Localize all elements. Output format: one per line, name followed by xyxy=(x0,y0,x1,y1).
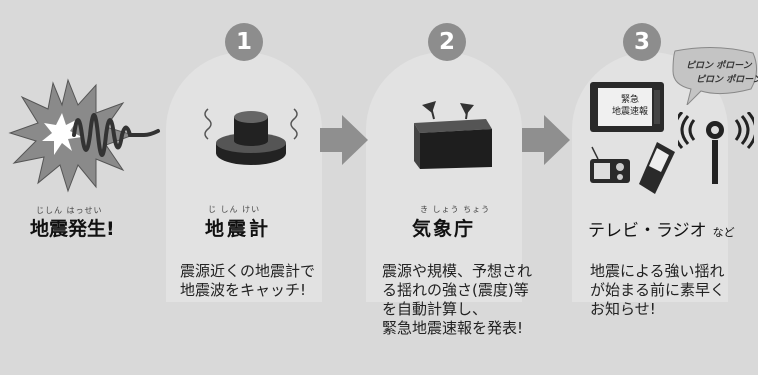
seismometer-icon xyxy=(204,108,298,165)
bubble-line-2: ピロン ポローン xyxy=(696,75,758,85)
earthquake-burst-icon xyxy=(8,78,160,193)
step2-title: 気象庁 xyxy=(412,218,476,240)
tv-icon xyxy=(590,82,664,132)
bubble-line-1: ピロン ポローン xyxy=(686,61,752,71)
mobile-phone-icon xyxy=(639,142,675,194)
step2-desc: 震源や規模、予想され る揺れの強さ(震度)等 を自動計算し、 緊急地震速報を発表… xyxy=(382,262,533,337)
step2-ruby: き しょう ちょう xyxy=(420,205,491,214)
jma-dome xyxy=(366,52,522,302)
step3-desc: 地震による強い揺れ が始まる前に素早く お知らせ! xyxy=(590,262,726,318)
broadcast-tower-icon xyxy=(678,112,754,184)
step1-desc: 震源近くの地震計で 地震波をキャッチ! xyxy=(180,262,316,299)
step0-title: 地震発生! xyxy=(30,218,115,240)
seismometer-dome xyxy=(166,52,322,302)
step-number-2: 2 xyxy=(428,23,466,61)
radio-icon xyxy=(590,146,630,183)
step-number-1: 1 xyxy=(225,23,263,61)
step-number-3: 3 xyxy=(623,23,661,61)
step0-ruby: じしん はっせい xyxy=(36,206,103,215)
jma-building-icon xyxy=(414,101,492,169)
tv-screen-text: 緊急 地震速報 xyxy=(611,95,648,117)
step1-ruby: じ しん けい xyxy=(208,205,261,214)
step1-title: 地震計 xyxy=(205,218,272,240)
arrow-right-icon xyxy=(320,115,368,165)
arrow-right-icon xyxy=(522,115,570,165)
speech-bubble-icon xyxy=(672,46,757,105)
step3-title: テレビ・ラジオなど xyxy=(588,221,735,241)
